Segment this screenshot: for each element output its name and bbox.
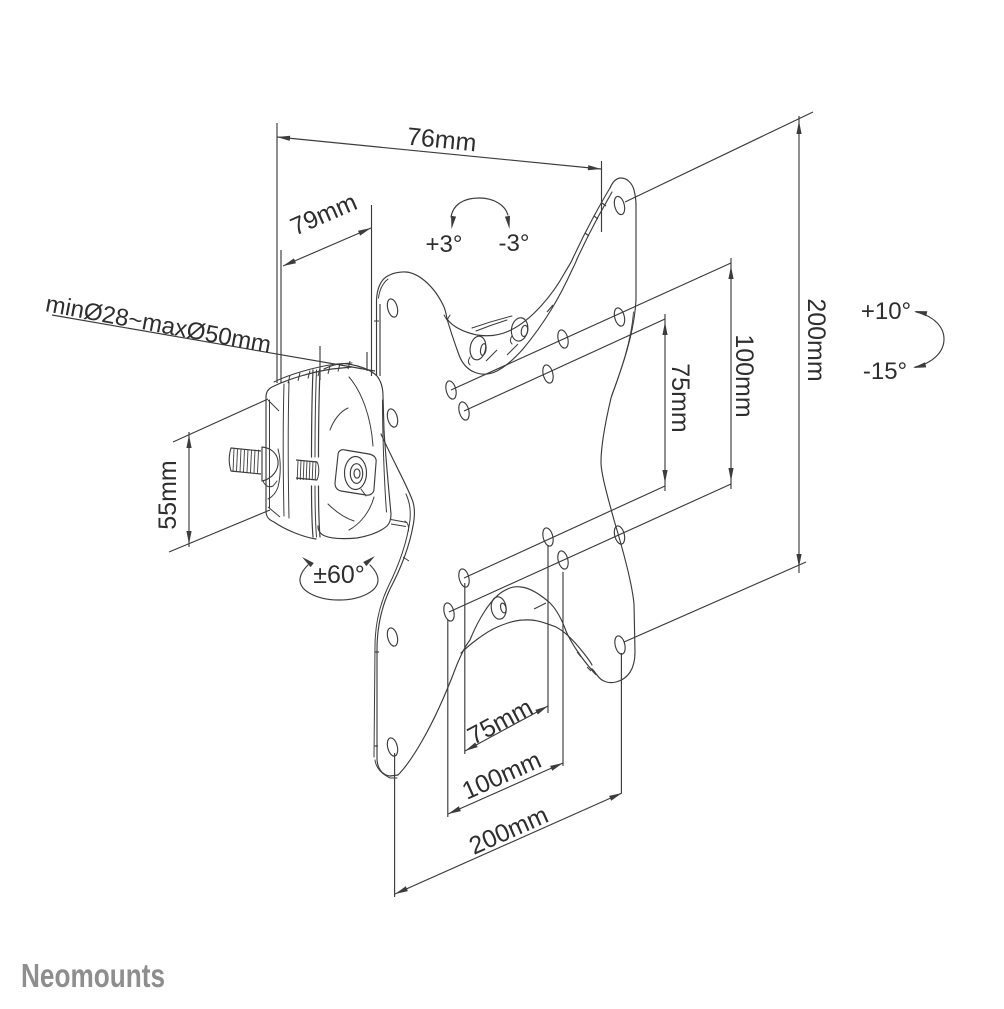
svg-text:+3°: +3° — [426, 231, 463, 258]
svg-text:200mm: 200mm — [802, 298, 830, 381]
svg-text:Neomounts: Neomounts — [21, 957, 165, 994]
svg-text:75mm: 75mm — [666, 363, 694, 432]
svg-text:76mm: 76mm — [406, 123, 478, 158]
svg-text:55mm: 55mm — [154, 460, 182, 529]
svg-text:±60°: ±60° — [313, 561, 365, 589]
svg-text:-3°: -3° — [499, 230, 530, 257]
svg-text:+10°: +10° — [861, 298, 911, 325]
svg-text:100mm: 100mm — [730, 334, 758, 417]
svg-text:-15°: -15° — [863, 358, 907, 385]
